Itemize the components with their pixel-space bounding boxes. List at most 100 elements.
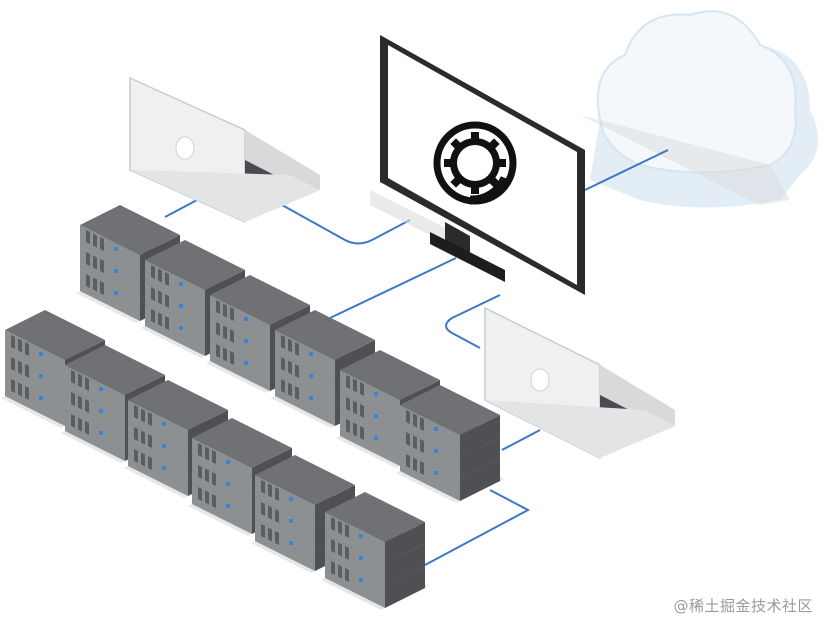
server-led xyxy=(374,414,378,418)
server-led xyxy=(114,247,118,251)
server-vent xyxy=(331,561,335,575)
server-led xyxy=(99,409,103,413)
server-vent xyxy=(281,335,285,349)
server-led xyxy=(162,466,166,470)
server-vent xyxy=(216,300,220,314)
server-top xyxy=(400,385,500,435)
server-vent xyxy=(223,325,227,340)
server-vent xyxy=(338,520,342,535)
server-vent xyxy=(212,494,216,508)
server-unit xyxy=(400,385,500,457)
server-vent xyxy=(345,568,349,582)
server-vent xyxy=(93,277,97,292)
server-vent xyxy=(346,419,350,433)
server-vent xyxy=(165,294,169,308)
server-vent xyxy=(268,505,272,520)
server-vent xyxy=(406,432,410,446)
server-led xyxy=(244,317,248,321)
server-vent xyxy=(25,364,29,378)
cable-monitor-servers xyxy=(329,257,457,319)
server-vent xyxy=(205,490,209,505)
server-vent xyxy=(198,487,202,501)
server-vent xyxy=(360,426,364,440)
server-vent xyxy=(346,397,350,411)
server-led xyxy=(99,431,103,435)
server-vent xyxy=(71,414,75,428)
server-stack xyxy=(396,385,504,503)
server-vent xyxy=(406,410,410,424)
network-cables xyxy=(164,149,669,566)
server-vent xyxy=(11,379,15,393)
server-led xyxy=(39,396,43,400)
server-top xyxy=(80,205,180,255)
server-vent xyxy=(353,422,357,437)
server-vent xyxy=(261,502,265,516)
server-vent xyxy=(141,408,145,423)
server-led xyxy=(289,519,293,523)
server-vent xyxy=(288,338,292,353)
server-vent xyxy=(406,454,410,468)
server-vent xyxy=(413,457,417,472)
server-led xyxy=(289,497,293,501)
server-led xyxy=(162,444,166,448)
server-vent xyxy=(216,344,220,358)
server-vent xyxy=(134,427,138,441)
server-vent xyxy=(100,281,104,295)
server-vent xyxy=(345,546,349,560)
server-vent xyxy=(360,404,364,418)
cable-servers-front xyxy=(424,489,531,566)
server-vent xyxy=(212,472,216,486)
server-vent xyxy=(148,456,152,470)
server-led xyxy=(289,541,293,545)
server-vent xyxy=(86,252,90,266)
cable-monitor-laptop2 xyxy=(445,294,501,349)
server-led xyxy=(244,361,248,365)
server-racks xyxy=(1,205,504,610)
server-led xyxy=(434,471,438,475)
server-vent xyxy=(230,307,234,321)
server-led xyxy=(359,578,363,582)
server-vent xyxy=(420,461,424,475)
server-vent xyxy=(158,290,162,305)
server-top xyxy=(128,380,228,430)
server-vent xyxy=(216,322,220,336)
server-vent xyxy=(420,439,424,453)
server-vent xyxy=(158,268,162,283)
server-vent xyxy=(100,259,104,273)
server-vent xyxy=(261,480,265,494)
server-led xyxy=(179,282,183,286)
server-vent xyxy=(25,386,29,400)
server-vent xyxy=(85,377,89,391)
server-vent xyxy=(78,395,82,410)
server-led xyxy=(114,269,118,273)
apple-logo-icon xyxy=(175,136,195,160)
server-vent xyxy=(338,564,342,579)
server-led xyxy=(226,482,230,486)
server-vent xyxy=(151,309,155,323)
server-led xyxy=(162,422,166,426)
server-vent xyxy=(281,357,285,371)
server-vent xyxy=(281,379,285,393)
server-top xyxy=(325,492,425,542)
server-vent xyxy=(151,265,155,279)
server-top xyxy=(192,418,292,468)
server-led xyxy=(359,534,363,538)
server-vent xyxy=(268,527,272,542)
server-top xyxy=(5,310,105,360)
server-vent xyxy=(413,413,417,428)
watermark: @稀土掘金技术社区 xyxy=(673,597,813,615)
server-vent xyxy=(141,452,145,467)
monitor xyxy=(370,35,585,295)
server-vent xyxy=(338,542,342,557)
server-vent xyxy=(85,421,89,435)
server-vent xyxy=(212,450,216,464)
server-vent xyxy=(275,531,279,545)
server-vent xyxy=(288,360,292,375)
server-vent xyxy=(141,430,145,445)
gear-logo-icon xyxy=(433,121,517,205)
server-vent xyxy=(230,351,234,365)
server-vent xyxy=(165,272,169,286)
server-side xyxy=(385,566,425,608)
server-side xyxy=(385,522,425,564)
